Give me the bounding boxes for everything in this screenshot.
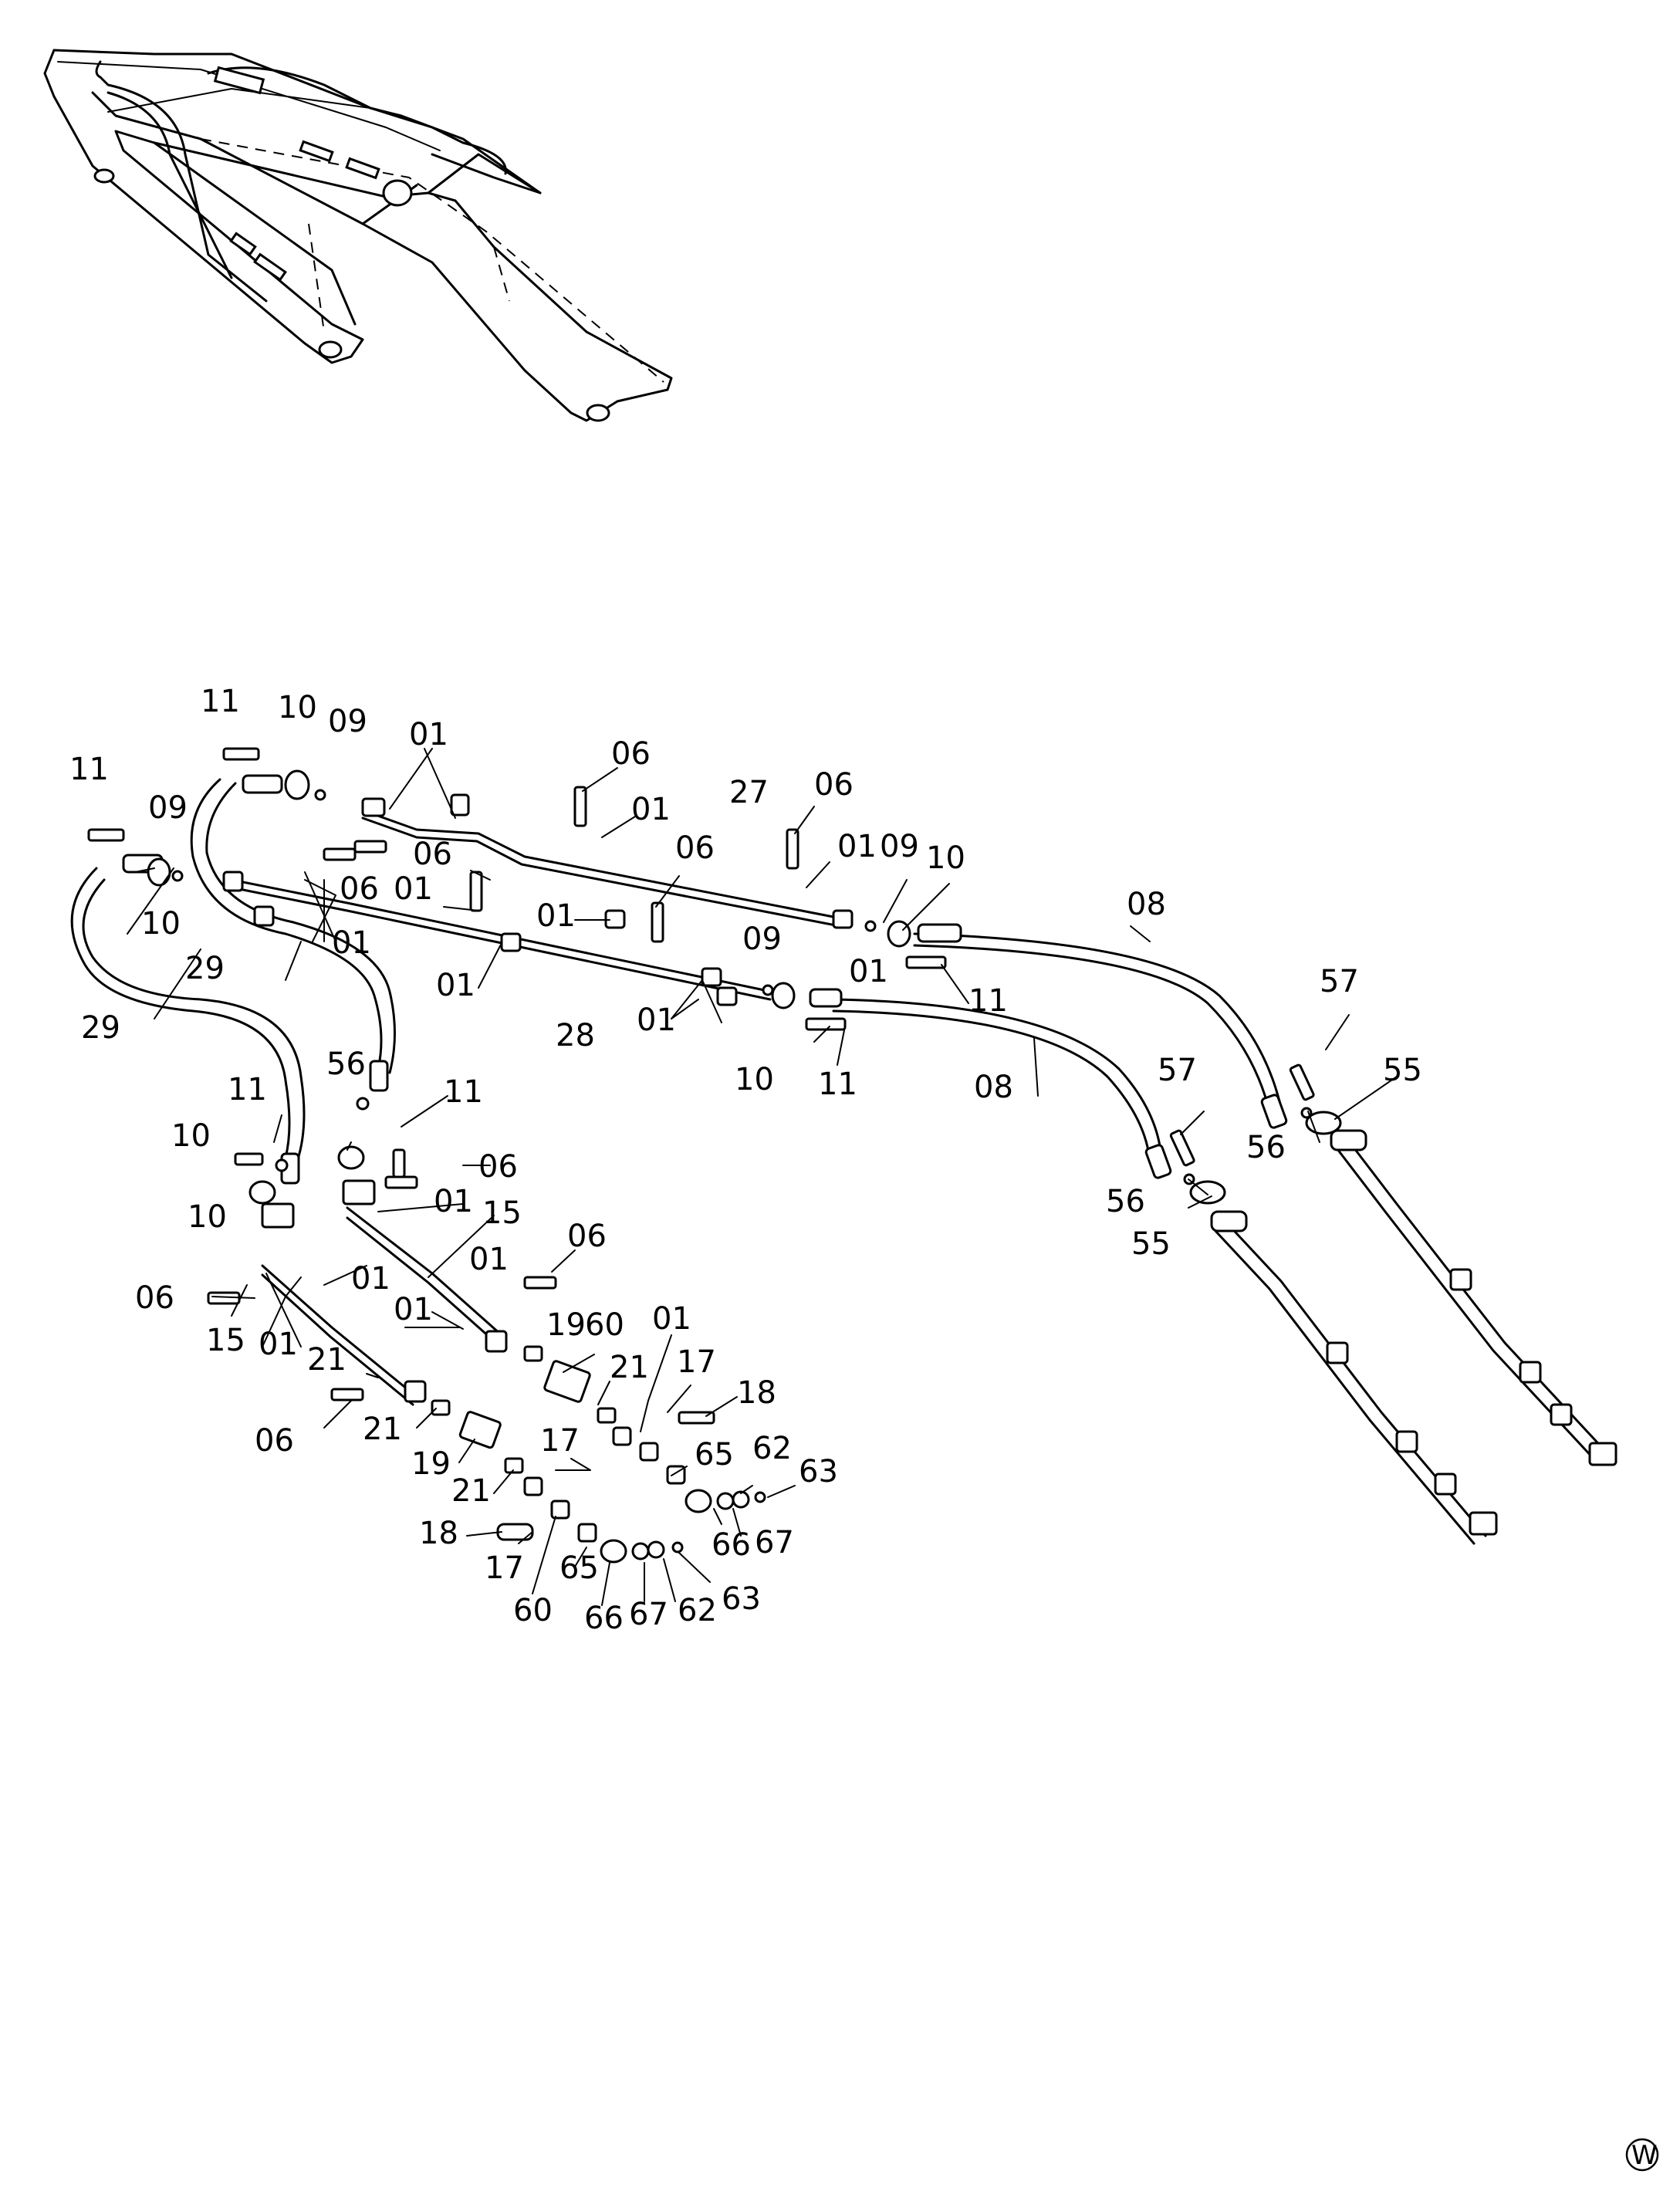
callout-label: 09	[148, 790, 188, 826]
callout-label: 19	[411, 1446, 451, 1482]
callout-label: 01	[849, 954, 888, 989]
callout-label: 60	[513, 1593, 553, 1628]
callout-label: 17	[677, 1344, 716, 1380]
callout-label: 11	[201, 684, 240, 719]
callout-label: 15	[206, 1323, 245, 1358]
callout-label: 01	[351, 1261, 390, 1297]
callout-label: 06	[255, 1423, 294, 1459]
callout-label: 10	[188, 1199, 227, 1235]
callout-label: 63	[722, 1581, 761, 1617]
callout-label: 66	[712, 1527, 751, 1563]
callout-label: 10	[141, 906, 181, 942]
callout-label: 17	[540, 1423, 580, 1459]
callout-label: 56	[326, 1046, 366, 1082]
callout-label: 62	[752, 1431, 792, 1466]
callout-label: 57	[1158, 1053, 1197, 1088]
callout-label: 11	[444, 1074, 483, 1110]
callout-label: 10	[171, 1118, 211, 1154]
callout-label: 01	[394, 871, 433, 907]
callout-label: 01	[434, 1184, 473, 1219]
callout-label: 21	[363, 1412, 402, 1447]
callout-label: 01	[332, 925, 371, 961]
callout-label: 55	[1383, 1053, 1422, 1088]
callout-label: 29	[81, 1010, 120, 1046]
callout-label: 11	[968, 983, 1008, 1019]
callout-label: 27	[729, 775, 769, 810]
fittings-and-clamps	[87, 747, 1617, 1564]
callout-label: 08	[974, 1070, 1013, 1105]
callout-label: 18	[737, 1375, 776, 1411]
callout-label: 11	[228, 1072, 267, 1107]
callout-label: 15	[482, 1195, 522, 1231]
callout-label: 63	[799, 1454, 838, 1489]
pipe-assembly	[70, 778, 1607, 1545]
callout-label: 01	[394, 1292, 433, 1327]
callout-label: 10	[278, 690, 317, 725]
callout-label: 09	[328, 704, 367, 739]
callout-label: 06	[814, 767, 854, 803]
callout-label: 06	[675, 830, 715, 866]
callout-label: 06	[567, 1219, 607, 1254]
callout-label: 01	[409, 717, 448, 752]
callout-label: 19	[546, 1307, 586, 1343]
callout-label: 55	[1131, 1226, 1171, 1262]
callout-label: 21	[451, 1473, 491, 1509]
svg-text:W: W	[1631, 2140, 1658, 2171]
callout-label: 67	[629, 1597, 668, 1632]
callout-label: 01	[536, 898, 576, 934]
callout-label: 06	[478, 1149, 518, 1185]
callout-label: 62	[678, 1593, 717, 1628]
callout-label: 56	[1106, 1184, 1145, 1219]
callout-label: 08	[1127, 887, 1166, 922]
callout-label: 11	[818, 1067, 857, 1102]
callout-label: 11	[69, 752, 109, 787]
callout-label: 01	[637, 1003, 676, 1038]
callout-label: 06	[611, 736, 651, 772]
callout-label: 28	[556, 1018, 595, 1053]
callout-label: 01	[436, 968, 475, 1003]
callout-label: 60	[585, 1307, 624, 1343]
callout-label: 56	[1246, 1130, 1286, 1165]
callout-label: 01	[631, 792, 671, 827]
boom-overview-illustration	[43, 49, 673, 422]
callout-label: 09	[880, 829, 919, 864]
callout-label: 01	[652, 1301, 691, 1337]
callout-label: 10	[735, 1062, 774, 1097]
callout-label: 06	[413, 837, 452, 872]
callout-label: 66	[584, 1601, 624, 1636]
callout-label: 65	[559, 1550, 599, 1586]
callout-label: 06	[340, 871, 379, 907]
callout-label: 10	[926, 840, 965, 876]
callout-label: 17	[485, 1550, 524, 1586]
watermark: W	[1625, 2138, 1659, 2172]
callout-label: 21	[307, 1342, 346, 1378]
callout-label: 21	[610, 1350, 649, 1385]
callout-label: 01	[837, 829, 877, 864]
callout-label: 29	[185, 951, 225, 986]
callout-label: 18	[419, 1516, 458, 1551]
callout-label: 65	[695, 1437, 734, 1473]
callout-label: 01	[259, 1327, 298, 1362]
callout-label: 09	[742, 921, 782, 957]
callout-leader-lines	[127, 748, 1398, 1606]
callout-label: 67	[755, 1525, 794, 1560]
callout-label: 01	[469, 1242, 509, 1277]
callout-label: 06	[135, 1280, 174, 1316]
callout-label: 57	[1320, 964, 1359, 999]
part-callouts: 11 10 09 01 11 09 10 06 01 27 06 06 01 0…	[69, 684, 1422, 1636]
